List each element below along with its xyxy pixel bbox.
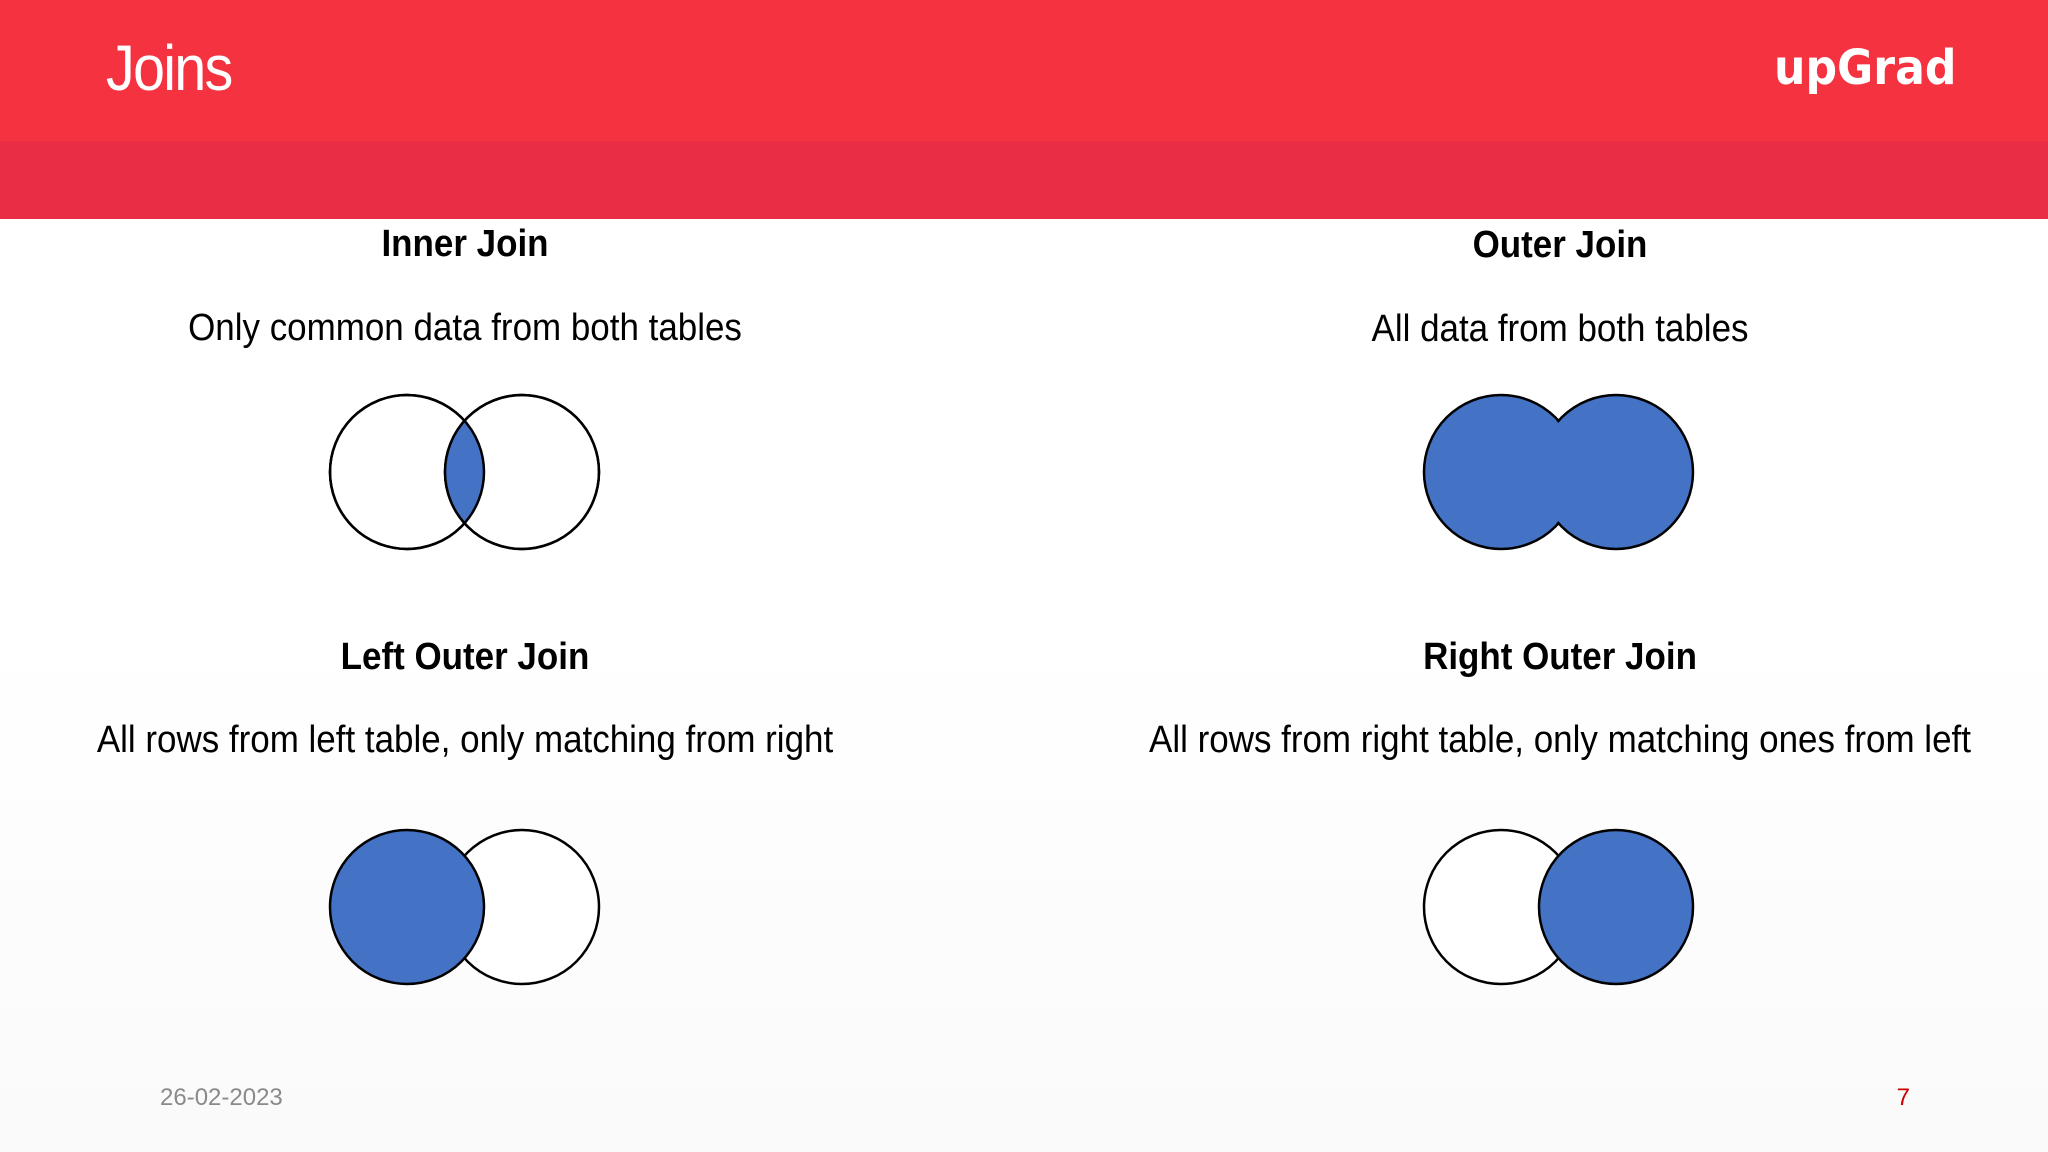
left-outer-join-description: All rows from left table, only matching … xyxy=(96,719,834,761)
inner-join-venn-diagram xyxy=(328,393,601,551)
header-band xyxy=(0,141,2048,219)
right-outer-join-description: All rows from right table, only matching… xyxy=(1149,719,1971,761)
header-bar xyxy=(0,0,2048,141)
slide-title: Joins xyxy=(106,32,233,104)
upgrad-logo: upGrad xyxy=(1774,40,1957,96)
slide-date: 26-02-2023 xyxy=(160,1084,283,1111)
outer-join-venn-diagram xyxy=(1422,393,1695,551)
inner-join-title: Inner Join xyxy=(381,223,549,265)
left-outer-join-left-circle xyxy=(328,828,486,986)
right-outer-join-venn-diagram xyxy=(1422,828,1695,986)
right-outer-join-title: Right Outer Join xyxy=(1423,636,1697,678)
left-outer-join-title: Left Outer Join xyxy=(340,636,590,678)
right-outer-join-right-circle xyxy=(1537,828,1695,986)
left-outer-join-venn-diagram xyxy=(328,828,601,986)
inner-join-description: Only common data from both tables xyxy=(188,307,742,349)
outer-join-title: Outer Join xyxy=(1472,224,1648,266)
outer-join-description: All data from both tables xyxy=(1371,308,1749,350)
slide-page-number: 7 xyxy=(1896,1084,1910,1111)
